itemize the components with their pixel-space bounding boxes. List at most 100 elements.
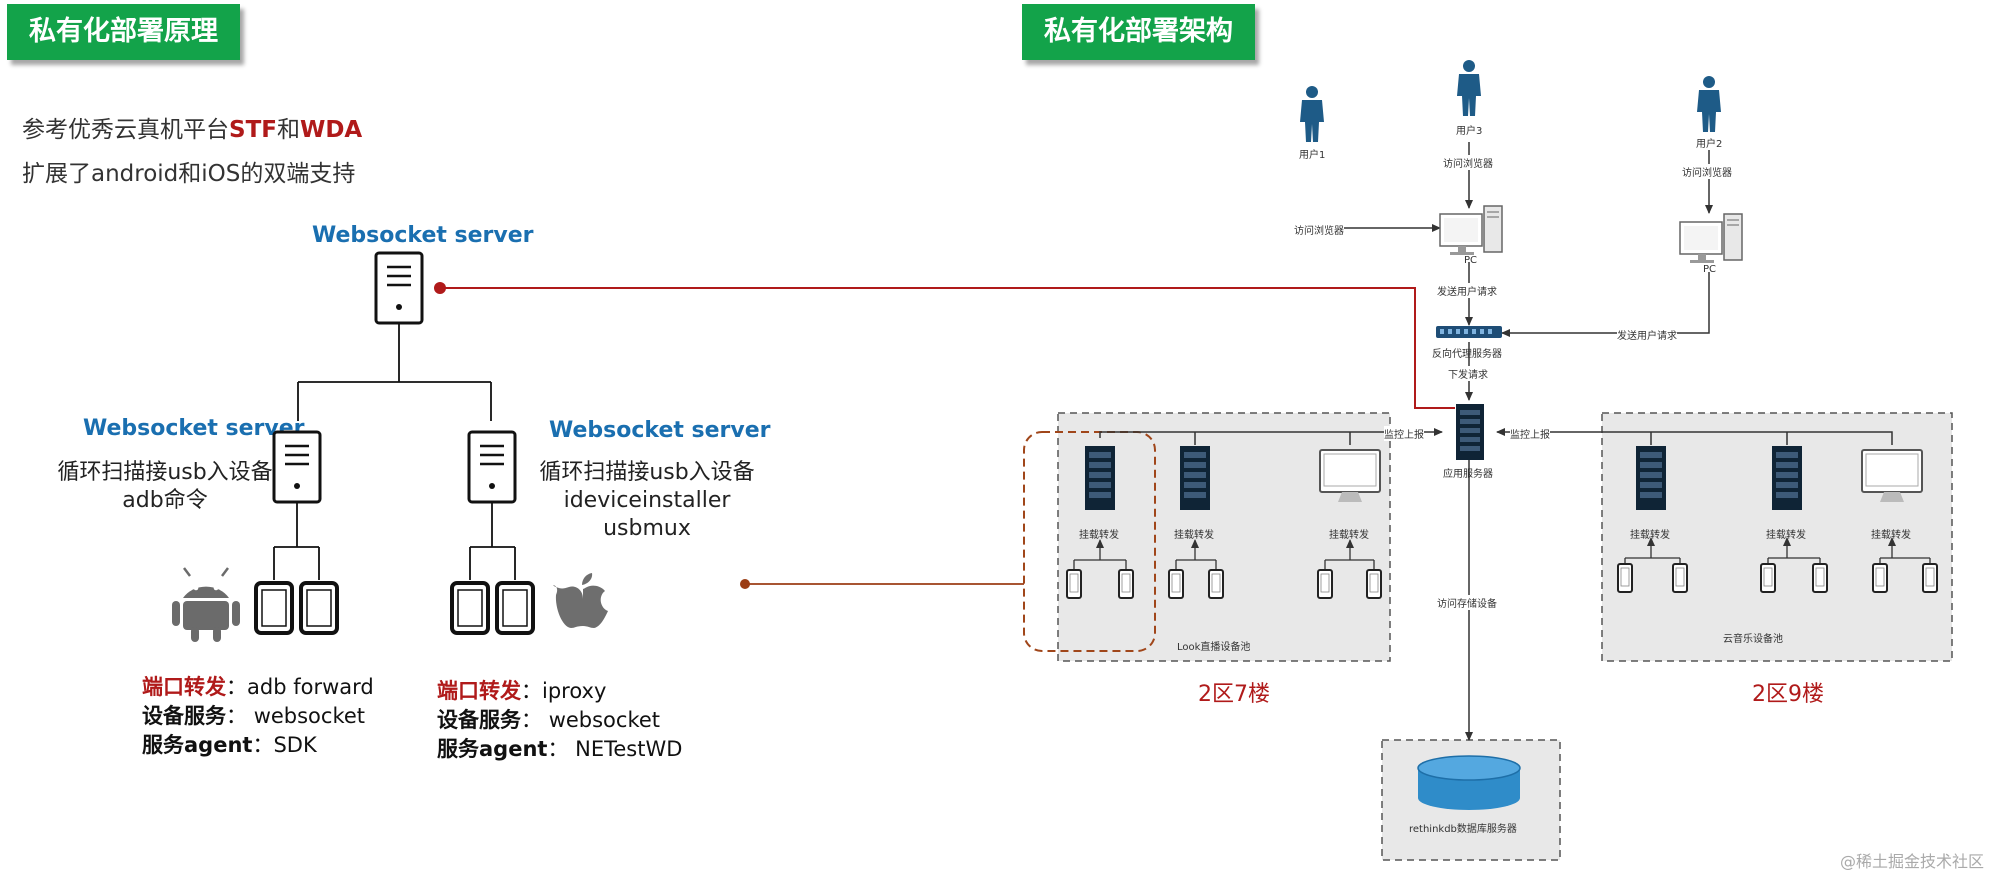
mount-forward-label: 挂载转发 — [1329, 530, 1369, 541]
rack-server-icon — [1456, 404, 1484, 460]
router-icon — [1436, 326, 1502, 338]
android-info-row: 服务agent：SDK — [142, 731, 374, 760]
mount-forward-label: 挂载转发 — [1174, 530, 1214, 541]
info-key: 服务agent — [437, 737, 548, 761]
visit-storage-label: 访问存储设备 — [1437, 595, 1497, 610]
section-title-principle: 私有化部署原理 — [7, 4, 240, 60]
server-icon — [272, 430, 322, 504]
android-desc-line2: adb命令 — [122, 488, 208, 513]
phone-icon — [1872, 563, 1888, 593]
user2-label: 用户2 — [1696, 139, 1723, 150]
intro-wda: WDA — [299, 117, 363, 143]
info-key: 端口转发 — [437, 679, 521, 703]
ios-info-row: 设备服务： websocket — [437, 706, 682, 735]
connector-line-red — [440, 287, 1455, 409]
info-key: 端口转发 — [142, 675, 226, 699]
info-key: 设备服务 — [437, 708, 521, 732]
android-desc: 循环扫描接usb入设备 adb命令 — [55, 459, 275, 515]
intro-prefix: 参考优秀云真机平台 — [22, 117, 229, 143]
server-icon — [374, 251, 424, 325]
mount-forward-label: 挂载转发 — [1871, 530, 1911, 541]
zone-left-label: 2区7楼 — [1198, 682, 1270, 707]
info-key: 设备服务 — [142, 704, 226, 728]
database-icon — [1417, 755, 1521, 810]
watermark: @稀土掘金技术社区 — [1840, 852, 1985, 871]
phone-icon — [1168, 569, 1184, 599]
info-value: websocket — [548, 708, 661, 732]
tablet-icon — [299, 581, 339, 635]
rack-server-icon — [1636, 446, 1666, 510]
pc-icon — [1679, 213, 1743, 264]
user-icon — [1300, 86, 1324, 142]
info-value: websocket — [253, 704, 366, 728]
ios-desc-line2: ideviceinstaller — [563, 488, 731, 513]
intro-and: 和 — [276, 117, 300, 143]
user1-label: 用户1 — [1299, 150, 1326, 161]
mount-forward-label: 挂载转发 — [1079, 530, 1119, 541]
phone-icon — [1617, 563, 1633, 593]
pool-look-label: Look直播设备池 — [1177, 642, 1251, 653]
pc-label: PC — [1703, 264, 1717, 275]
send-request-label: 发送用户请求 — [1617, 327, 1677, 342]
info-value: SDK — [273, 733, 317, 757]
phone-icon — [1066, 569, 1082, 599]
pc-label: PC — [1464, 255, 1478, 266]
ios-desc: 循环扫描接usb入设备 ideviceinstaller usbmux — [537, 459, 757, 543]
visit-browser-label: 访问浏览器 — [1682, 164, 1732, 179]
tablet-icon — [495, 581, 535, 635]
android-info-row: 端口转发：adb forward — [142, 673, 374, 702]
ios-server-label: Websocket server — [549, 418, 771, 443]
colon: ： — [226, 675, 247, 699]
highlight-box — [1023, 431, 1156, 652]
user3-label: 用户3 — [1456, 126, 1483, 137]
rack-server-icon — [1772, 446, 1802, 510]
android-server-label: Websocket server — [83, 416, 305, 441]
ios-info-row: 服务agent： NETestWD — [437, 735, 682, 764]
phone-icon — [1672, 563, 1688, 593]
colon: ： — [521, 679, 542, 703]
colon: ： — [252, 733, 274, 757]
app-server-label: 应用服务器 — [1443, 469, 1493, 480]
apple-icon — [553, 573, 608, 628]
ios-desc-line3: usbmux — [603, 516, 691, 541]
android-icon — [172, 567, 240, 642]
server-icon — [467, 430, 517, 504]
colon: ： — [547, 737, 569, 761]
phone-icon — [1760, 563, 1776, 593]
intro-line-1: 参考优秀云真机平台STF和WDA — [22, 110, 362, 144]
phone-icon — [1317, 569, 1333, 599]
tablet-icon — [450, 581, 490, 635]
dispatch-label: 下发请求 — [1448, 366, 1488, 381]
user-icon — [1697, 76, 1721, 132]
visit-browser-label: 访问浏览器 — [1294, 222, 1344, 237]
monitor-report-label: 监控上报 — [1384, 426, 1424, 441]
send-request-label: 发送用户请求 — [1437, 283, 1497, 298]
colon: ： — [521, 708, 542, 732]
visit-browser-label: 访问浏览器 — [1443, 155, 1493, 170]
phone-icon — [1208, 569, 1224, 599]
info-key: 服务agent — [142, 733, 253, 757]
intro-stf: STF — [229, 117, 277, 143]
android-info: 端口转发：adb forward 设备服务： websocket 服务agent… — [142, 673, 374, 760]
phone-icon — [1922, 563, 1938, 593]
section-title-architecture: 私有化部署架构 — [1022, 4, 1255, 60]
info-value: iproxy — [542, 679, 607, 703]
android-desc-line1: 循环扫描接usb入设备 — [57, 460, 273, 485]
phone-icon — [1812, 563, 1828, 593]
ios-info-row: 端口转发：iproxy — [437, 677, 682, 706]
monitor-report-label: 监控上报 — [1510, 426, 1550, 441]
ios-info: 端口转发：iproxy 设备服务： websocket 服务agent： NET… — [437, 677, 682, 764]
user-icon — [1457, 60, 1481, 116]
rack-server-icon — [1085, 446, 1115, 510]
intro-line-2: 扩展了android和iOS的双端支持 — [22, 161, 356, 187]
mount-forward-label: 挂载转发 — [1766, 530, 1806, 541]
tablet-icon — [254, 581, 294, 635]
mount-forward-label: 挂载转发 — [1630, 530, 1670, 541]
info-value: NETestWD — [575, 737, 683, 761]
top-server-label: Websocket server — [312, 223, 534, 248]
phone-icon — [1118, 569, 1134, 599]
android-info-row: 设备服务： websocket — [142, 702, 374, 731]
info-value: adb forward — [247, 675, 374, 699]
colon: ： — [226, 704, 247, 728]
